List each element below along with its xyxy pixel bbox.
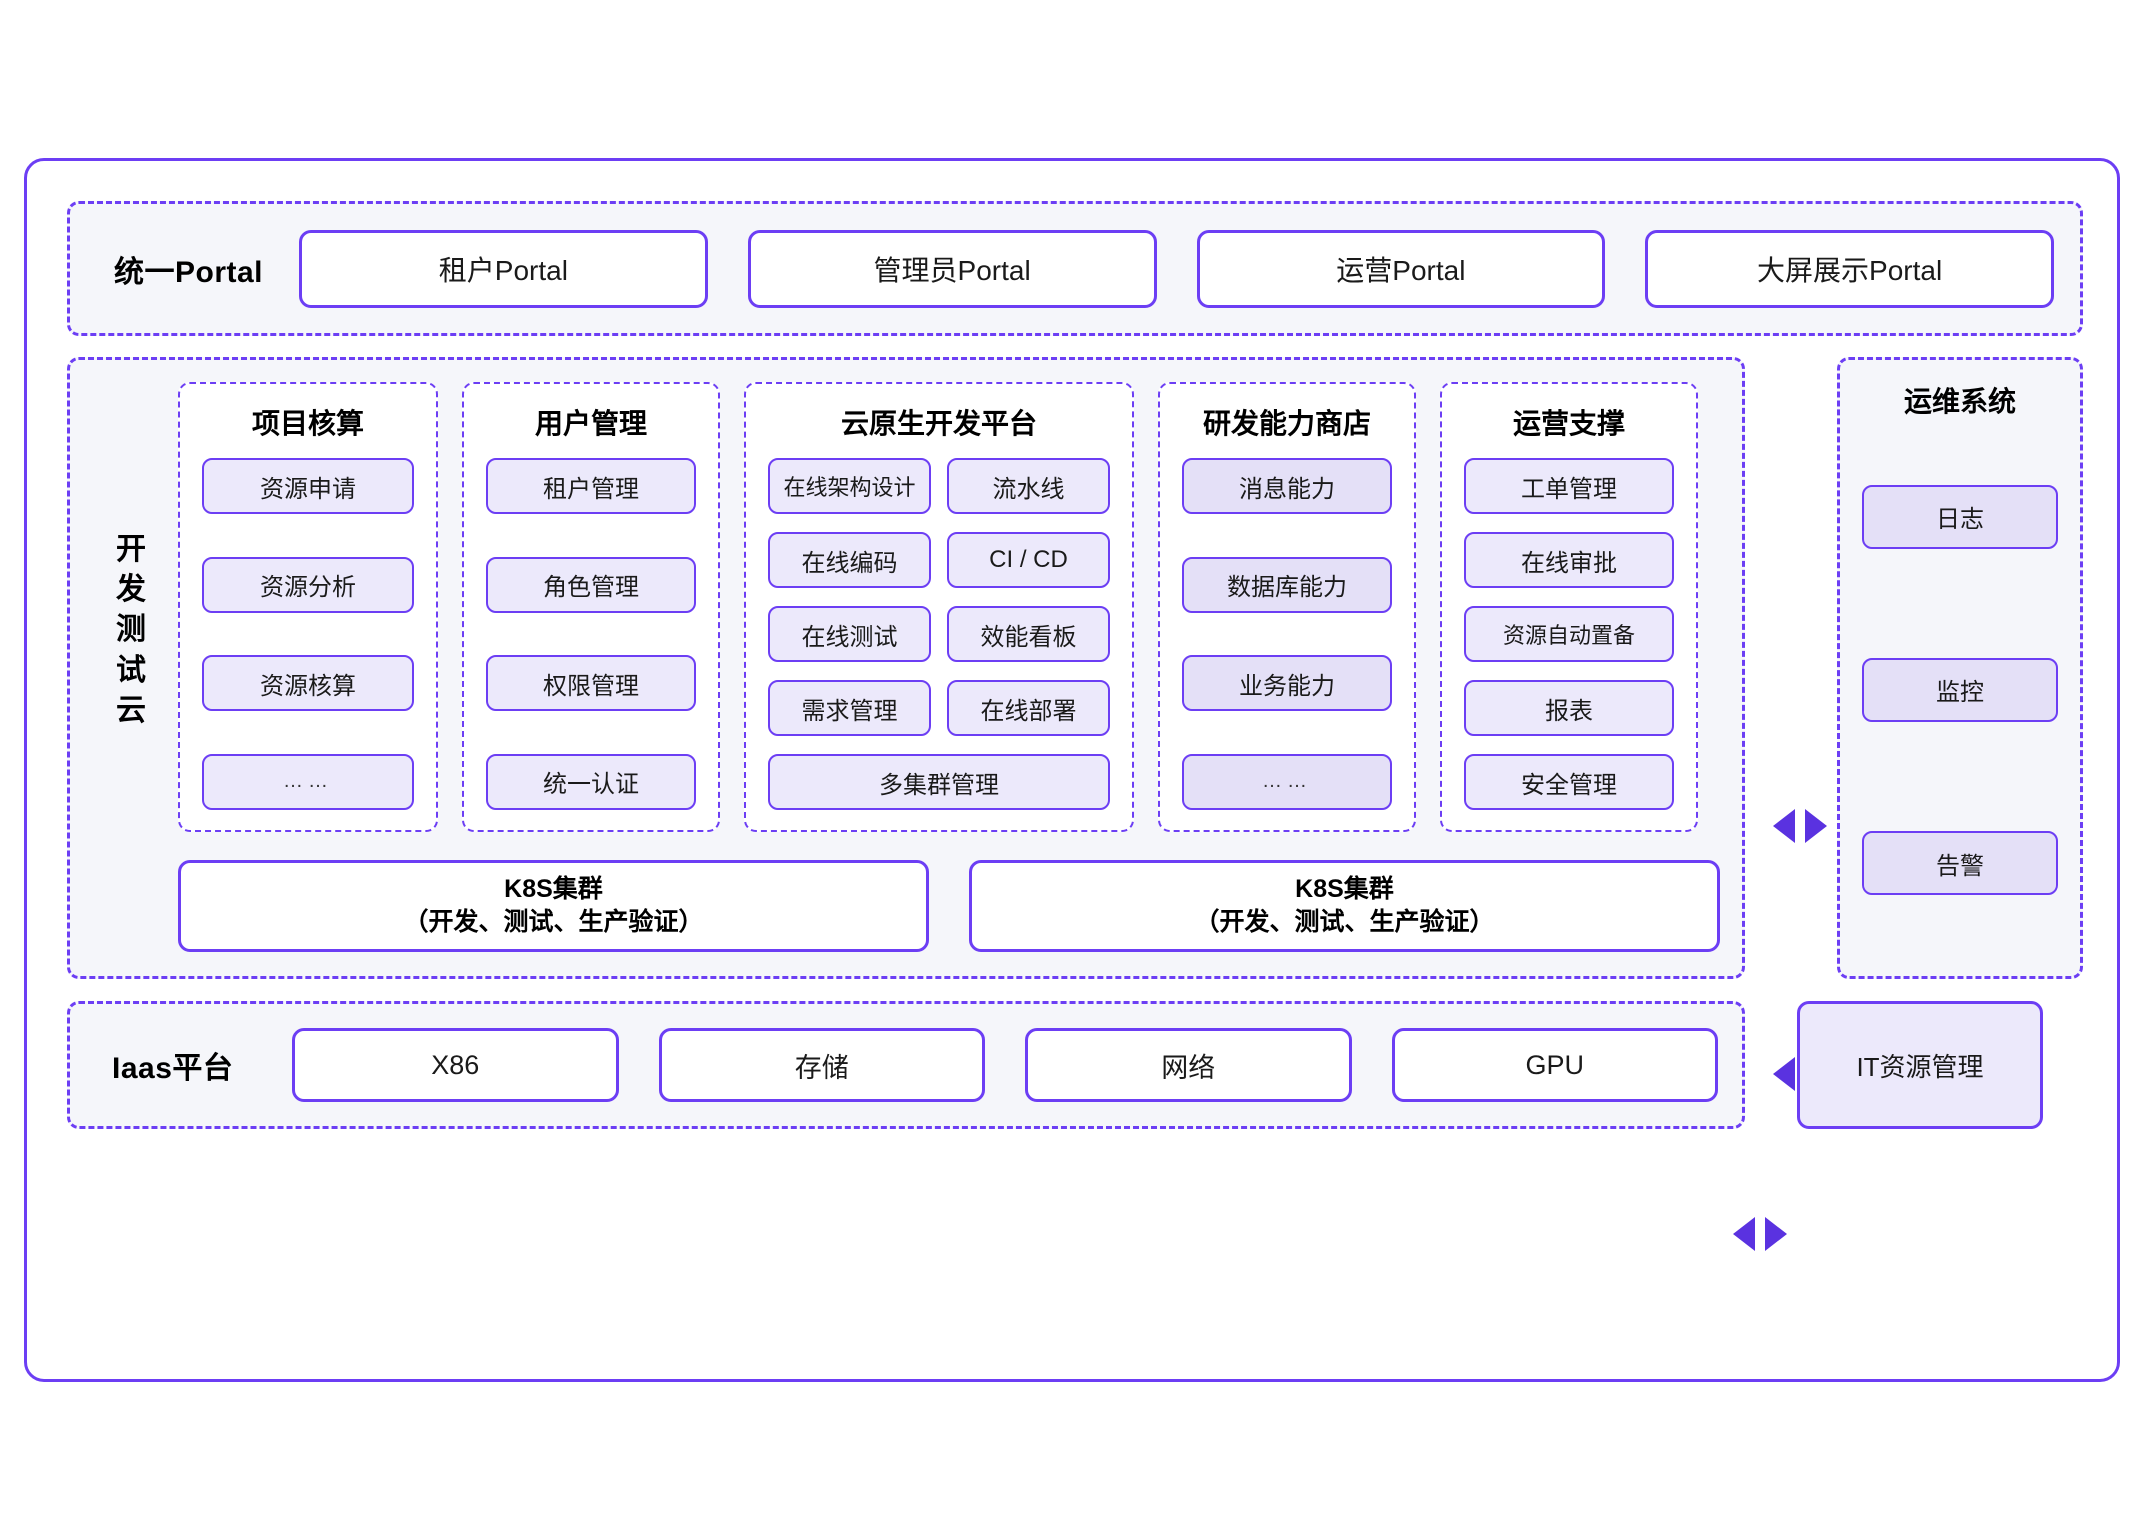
devtest-cloud-label: 开 发 测 试 云: [116, 533, 146, 727]
tile-online-approval[interactable]: 在线审批: [1464, 532, 1674, 588]
tile-security-management[interactable]: 安全管理: [1464, 754, 1674, 810]
portal-chip-list: 租户Portal 管理员Portal 运营Portal 大屏展示Portal: [299, 229, 2054, 308]
it-resource-management-box[interactable]: IT资源管理: [1797, 1001, 2043, 1129]
tile-permission-management[interactable]: 权限管理: [486, 655, 696, 712]
arrow-left-icon: [1733, 1217, 1755, 1251]
tile-business-capability[interactable]: 业务能力: [1182, 655, 1392, 712]
portal-chip-bigscreen[interactable]: 大屏展示Portal: [1645, 229, 2054, 308]
tile-ticket-management[interactable]: 工单管理: [1464, 458, 1674, 514]
k8s-cluster-title: K8S集群: [1295, 874, 1394, 903]
tile-pipeline[interactable]: 流水线: [947, 458, 1110, 514]
bidirectional-arrow-icon-iaas: [1733, 1217, 1787, 1251]
tile-resource-application[interactable]: 资源申请: [202, 458, 414, 514]
tile-monitoring[interactable]: 监控: [1862, 657, 2058, 722]
column-title: 研发能力商店: [1202, 408, 1371, 439]
k8s-cluster-title: K8S集群: [504, 874, 603, 903]
column-user-management: 用户管理 租户管理 角色管理 权限管理 统一认证: [462, 382, 720, 832]
tile-list: 资源申请 资源分析 资源核算 ……: [202, 458, 414, 810]
tile-requirement-management[interactable]: 需求管理: [768, 680, 931, 736]
arrow-right-icon: [1805, 809, 1827, 843]
column-title: 用户管理: [534, 408, 647, 439]
tile-online-testing[interactable]: 在线测试: [768, 606, 931, 662]
tile-alerting[interactable]: 告警: [1862, 831, 2058, 896]
tile-auto-resource-provisioning[interactable]: 资源自动置备: [1464, 606, 1674, 662]
tile-efficiency-dashboard[interactable]: 效能看板: [947, 606, 1110, 662]
tile-more-placeholder[interactable]: ……: [1182, 753, 1392, 810]
ops-tile-list: 日志 监控 告警: [1862, 430, 2058, 950]
column-operations-support: 运营支撑 工单管理 在线审批 资源自动置备 报表 安全管理: [1440, 382, 1698, 832]
portal-chip-tenant[interactable]: 租户Portal: [299, 229, 708, 308]
tile-reports[interactable]: 报表: [1464, 680, 1674, 736]
k8s-cluster-subtitle: （开发、测试、生产验证）: [403, 908, 704, 936]
tile-multi-cluster-management[interactable]: 多集群管理: [768, 754, 1110, 810]
middle-row: 开 发 测 试 云 项目核算 资源申请 资源分析 资源核算 …… 用户管理: [67, 357, 2083, 1091]
iaas-chip-gpu[interactable]: GPU: [1391, 1028, 1718, 1102]
portal-chip-operations[interactable]: 运营Portal: [1196, 229, 1606, 308]
capability-column-list: 项目核算 资源申请 资源分析 资源核算 …… 用户管理 租户管理 角色管理 权限…: [178, 382, 1720, 832]
iaas-chip-network[interactable]: 网络: [1025, 1028, 1352, 1102]
iaas-chip-storage[interactable]: 存储: [658, 1028, 985, 1102]
ops-system-title: 运维系统: [1903, 386, 2016, 417]
iaas-chip-list: X86 存储 网络 GPU: [292, 1028, 1718, 1102]
devtest-cloud-section: 开 发 测 试 云 项目核算 资源申请 资源分析 资源核算 …… 用户管理: [67, 357, 1745, 979]
arrow-right-icon: [1765, 1217, 1787, 1251]
architecture-diagram-frame: 统一Portal 租户Portal 管理员Portal 运营Portal 大屏展…: [24, 158, 2120, 1382]
tile-tenant-management[interactable]: 租户管理: [486, 458, 696, 514]
bidirectional-arrow-icon-upper: [1773, 809, 1827, 843]
tile-messaging-capability[interactable]: 消息能力: [1182, 458, 1392, 514]
tile-online-deployment[interactable]: 在线部署: [947, 680, 1110, 736]
unified-portal-label: 统一Portal: [114, 255, 264, 289]
k8s-cluster-2[interactable]: K8S集群 （开发、测试、生产验证）: [969, 860, 1720, 952]
column-title: 运营支撑: [1512, 408, 1625, 439]
tile-list: 在线架构设计 流水线 在线编码 CI / CD 在线测试 效能看板 需求管理 在…: [768, 458, 1110, 810]
iaas-platform-section: Iaas平台 X86 存储 网络 GPU: [67, 1001, 1745, 1129]
unified-portal-section: 统一Portal 租户Portal 管理员Portal 运营Portal 大屏展…: [67, 201, 2083, 336]
tile-more-placeholder[interactable]: ……: [202, 753, 414, 810]
column-title: 项目核算: [251, 408, 364, 439]
tile-list: 消息能力 数据库能力 业务能力 ……: [1182, 458, 1392, 810]
tile-resource-analysis[interactable]: 资源分析: [202, 556, 414, 613]
portal-chip-admin[interactable]: 管理员Portal: [747, 229, 1157, 308]
tile-database-capability[interactable]: 数据库能力: [1182, 556, 1392, 613]
column-title: 云原生开发平台: [840, 408, 1037, 439]
column-rnd-capability-store: 研发能力商店 消息能力 数据库能力 业务能力 ……: [1158, 382, 1416, 832]
tile-resource-accounting[interactable]: 资源核算: [202, 655, 414, 712]
arrow-left-icon: [1773, 809, 1795, 843]
iaas-chip-x86[interactable]: X86: [292, 1028, 619, 1102]
tile-list: 租户管理 角色管理 权限管理 统一认证: [486, 458, 696, 810]
iaas-platform-label: Iaas平台: [112, 1052, 234, 1085]
tile-online-architecture-design[interactable]: 在线架构设计: [768, 458, 931, 514]
k8s-cluster-1[interactable]: K8S集群 （开发、测试、生产验证）: [178, 860, 929, 952]
ops-system-section: 运维系统 日志 监控 告警: [1837, 357, 2083, 979]
column-cloud-native-dev-platform: 云原生开发平台 在线架构设计 流水线 在线编码 CI / CD 在线测试 效能看…: [744, 382, 1134, 832]
k8s-cluster-list: K8S集群 （开发、测试、生产验证） K8S集群 （开发、测试、生产验证）: [178, 860, 1720, 952]
column-project-accounting: 项目核算 资源申请 资源分析 资源核算 ……: [178, 382, 438, 832]
tile-list: 工单管理 在线审批 资源自动置备 报表 安全管理: [1464, 458, 1674, 810]
tile-log[interactable]: 日志: [1862, 484, 2058, 549]
arrow-left-icon: [1773, 1057, 1795, 1091]
tile-online-coding[interactable]: 在线编码: [768, 532, 931, 588]
tile-unified-authentication[interactable]: 统一认证: [486, 753, 696, 810]
tile-ci-cd[interactable]: CI / CD: [947, 532, 1110, 588]
k8s-cluster-subtitle: （开发、测试、生产验证）: [1194, 908, 1495, 936]
tile-role-management[interactable]: 角色管理: [486, 556, 696, 613]
